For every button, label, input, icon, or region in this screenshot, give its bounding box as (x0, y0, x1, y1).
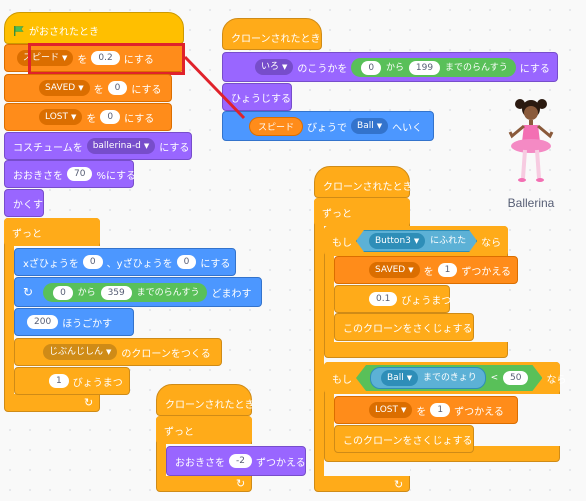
chevron-down-icon: ▼ (408, 266, 414, 274)
random-operator[interactable]: 0 から 199 までのらんすう (351, 57, 516, 77)
variable-dropdown[interactable]: SAVED▼ (369, 262, 420, 278)
delete-clone-block[interactable]: このクローンをさくじょする (334, 313, 474, 341)
glide-to-block[interactable]: スピード びょうで Ball▼ へいく (222, 111, 434, 141)
y-input[interactable]: 0 (176, 255, 197, 269)
set-saved-block[interactable]: SAVED▼ を 0 にする (4, 74, 172, 102)
variable-dropdown[interactable]: スピード▼ (17, 50, 74, 66)
change-value-input[interactable]: 1 (430, 403, 451, 417)
loop-arrow-icon: ↻ (84, 396, 94, 409)
chevron-down-icon: ▼ (406, 374, 413, 382)
hide-block[interactable]: かくす (4, 189, 44, 217)
x-input[interactable]: 0 (82, 255, 103, 269)
speed-variable-reporter[interactable]: スピード (249, 116, 304, 136)
sprite-thumbnail[interactable]: Ballerina (496, 92, 566, 210)
highlight-box (28, 43, 185, 75)
change-lost-block[interactable]: LOST▼ を 1 ずつかえる (334, 396, 518, 424)
size-input[interactable]: 70 (67, 167, 93, 181)
change-size-block[interactable]: おおきさを -2 ずつかえる (166, 446, 306, 476)
chevron-down-icon: ▼ (413, 237, 420, 245)
random-from-input[interactable]: 0 (361, 60, 382, 75)
set-lost-block[interactable]: LOST▼ を 0 にする (4, 103, 172, 131)
show-block[interactable]: ひょうじする (222, 83, 292, 111)
green-flag-icon (13, 25, 24, 36)
value-input[interactable]: 0 (107, 81, 128, 95)
when-clone-starts-hat[interactable]: クローンされたとき (314, 166, 413, 198)
glide-target-dropdown[interactable]: Ball▼ (351, 118, 389, 134)
switch-costume-block[interactable]: コスチュームを ballerina-d▼ にする (4, 132, 192, 160)
random-to-input[interactable]: 359 (100, 285, 132, 300)
chevron-down-icon: ▼ (62, 54, 68, 62)
ballerina-image (508, 99, 554, 182)
costume-dropdown[interactable]: ballerina-d▼ (86, 138, 156, 154)
random-from-input[interactable]: 0 (53, 285, 73, 300)
value-input[interactable]: 0 (100, 110, 121, 124)
chevron-down-icon: ▼ (143, 142, 150, 150)
loop-arrow-icon: ↻ (236, 477, 246, 490)
random-to-input[interactable]: 199 (408, 60, 441, 75)
set-size-block[interactable]: おおきさを 70 %にする (4, 160, 136, 188)
distance-target-dropdown[interactable]: Ball▼ (381, 370, 418, 386)
effect-dropdown[interactable]: いろ▼ (255, 59, 294, 75)
chevron-down-icon: ▼ (78, 84, 84, 92)
when-clone-starts-hat[interactable]: クローンされたとき (156, 384, 255, 416)
variable-dropdown[interactable]: LOST▼ (369, 402, 413, 418)
forever-label-row: ずっと (314, 198, 410, 226)
distance-sensor[interactable]: Ball▼ までのきょり (370, 367, 486, 389)
chevron-down-icon: ▼ (401, 406, 407, 414)
forever-label-row: ずっと (4, 218, 100, 246)
if-header: もし Button3▼ にふれた なら (324, 226, 508, 256)
move-steps-block[interactable]: 200 ほうごかす (14, 308, 134, 336)
if-header: もし Ball▼ までのきょり < 50 なら (324, 362, 566, 394)
chevron-down-icon: ▼ (376, 122, 383, 130)
goto-xy-block[interactable]: xざひょうを 0 、yざひょうを 0 にする (14, 248, 236, 276)
wait-block[interactable]: 1 びょうまつ (14, 367, 130, 395)
variable-dropdown[interactable]: LOST▼ (39, 109, 83, 125)
touch-target-dropdown[interactable]: Button3▼ (369, 233, 425, 249)
seconds-input[interactable]: 0.1 (369, 292, 398, 306)
hat-label: がおされたとき (29, 26, 99, 38)
less-than-operator[interactable]: Ball▼ までのきょり < 50 (356, 365, 542, 391)
chevron-down-icon: ▼ (106, 348, 112, 356)
set-speed-block[interactable]: スピード▼ を 0.2 にする (4, 44, 184, 72)
distance-input[interactable]: 50 (503, 371, 528, 385)
random-operator[interactable]: 0 から 359 までのらんすう (43, 282, 208, 302)
forever-label-row: ずっと (156, 416, 252, 444)
turn-block[interactable]: ↻ 0 から 359 までのらんすう どまわす (14, 277, 262, 307)
set-effect-block[interactable]: いろ▼ のこうかを 0 から 199 までのらんすう にする (222, 52, 558, 82)
chevron-down-icon: ▼ (71, 113, 77, 121)
size-change-input[interactable]: -2 (229, 454, 252, 468)
when-clone-starts-hat[interactable]: クローンされたとき (222, 18, 322, 50)
rotate-icon: ↻ (23, 285, 34, 299)
change-saved-block[interactable]: SAVED▼ を 1 ずつかえる (334, 256, 518, 284)
steps-input[interactable]: 200 (27, 315, 59, 329)
chevron-down-icon: ▼ (282, 63, 288, 71)
when-flag-clicked-hat[interactable]: がおされたとき (4, 12, 184, 44)
delete-clone-block[interactable]: このクローンをさくじょする (334, 425, 474, 453)
touching-sensor[interactable]: Button3▼ にふれた (356, 230, 477, 252)
wait-block[interactable]: 0.1 びょうまつ (334, 285, 451, 313)
value-input[interactable]: 0.2 (91, 51, 120, 65)
clone-target-dropdown[interactable]: じぶんじしん▼ (43, 344, 118, 360)
sprite-name: Ballerina (507, 196, 555, 210)
change-value-input[interactable]: 1 (437, 263, 458, 277)
variable-dropdown[interactable]: SAVED▼ (39, 80, 90, 96)
create-clone-block[interactable]: じぶんじしん▼ のクローンをつくる (14, 338, 222, 366)
loop-arrow-icon: ↻ (394, 478, 404, 491)
seconds-input[interactable]: 1 (49, 374, 69, 388)
